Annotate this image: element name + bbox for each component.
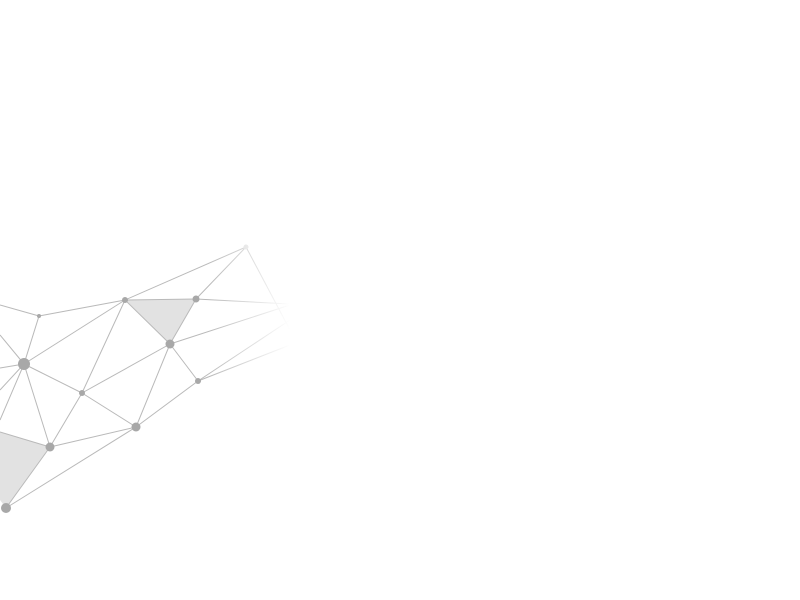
network-node <box>18 358 30 370</box>
network-node <box>45 442 55 452</box>
shaded-triangle <box>0 432 50 508</box>
network-lines <box>0 246 291 509</box>
network-node <box>1 503 11 513</box>
network-node <box>131 422 141 432</box>
network-node <box>37 314 41 318</box>
shaded-triangle <box>125 299 196 344</box>
network-node <box>165 339 175 349</box>
network-node <box>243 244 249 250</box>
network-node <box>192 295 200 303</box>
network-node <box>79 390 85 396</box>
network-node <box>122 297 128 303</box>
network-nodes <box>1 244 249 513</box>
network-node <box>195 378 201 384</box>
